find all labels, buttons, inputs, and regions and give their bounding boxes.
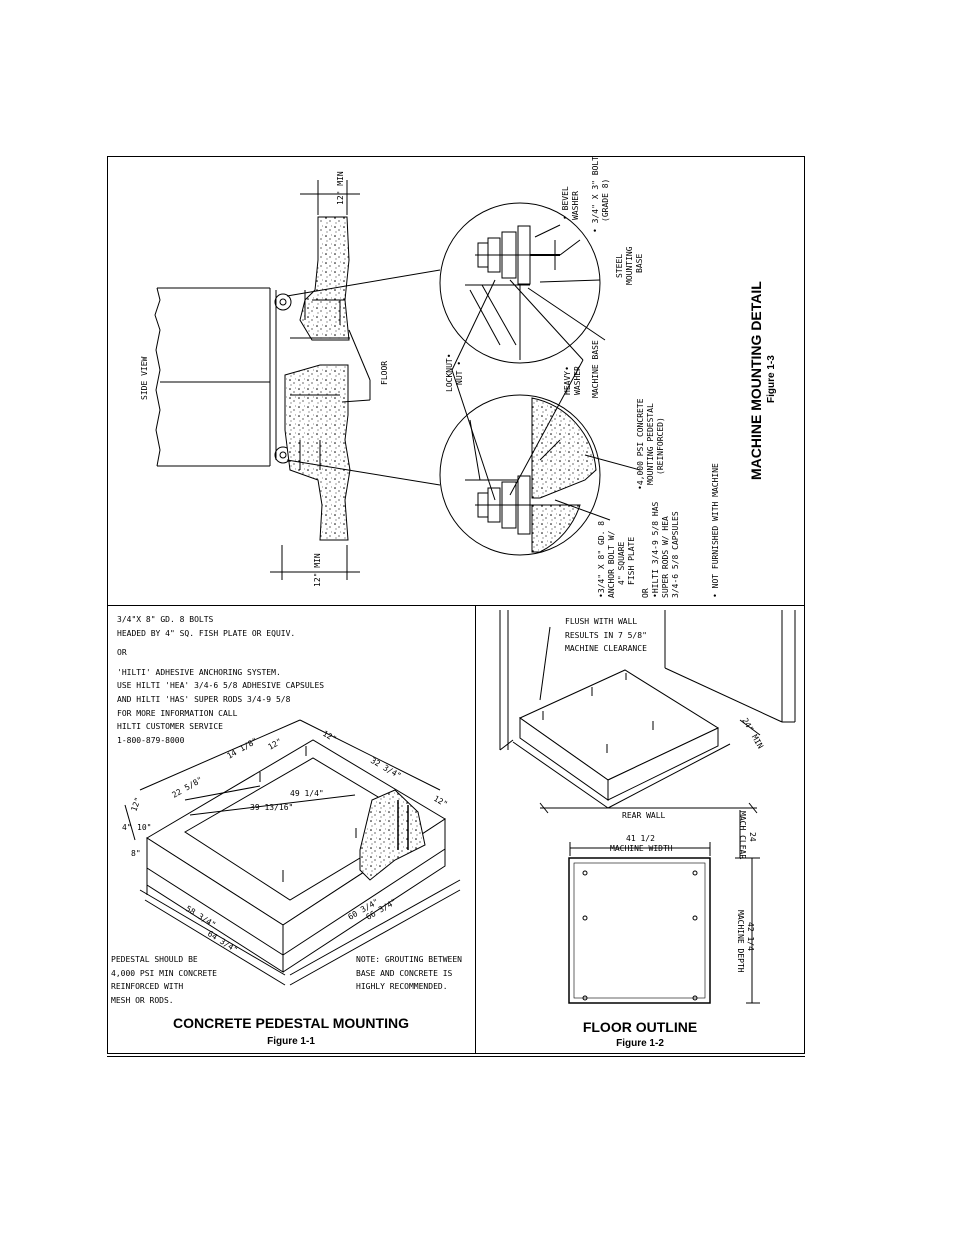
clear-label: MACH CLEAR xyxy=(738,811,747,859)
min-24-label: 24" MIN xyxy=(740,717,765,751)
note-line: FLUSH WITH WALL xyxy=(565,617,638,626)
dimension-12-min xyxy=(270,180,360,580)
note-line: 3/4"X 8" GD. 8 BOLTS xyxy=(117,615,214,624)
note-line: HILTI CUSTOMER SERVICE xyxy=(117,722,223,732)
steel-base-label-2: MOUNTING xyxy=(625,246,634,285)
min-top-label: 12" MIN xyxy=(336,171,345,205)
panel-divider-vertical xyxy=(475,605,476,1054)
note-line: USE HILTI 'HEA' 3/4-6 5/8 ADHESIVE CAPSU… xyxy=(117,681,325,691)
floor-label: FLOOR xyxy=(380,361,389,385)
rear-wall-label: REAR WALL xyxy=(622,811,666,820)
anchor-label-7: SUPER RODS W/ HEA xyxy=(661,516,670,598)
note-line: FOR MORE INFORMATION CALL xyxy=(117,708,238,718)
dim-8: 8" xyxy=(131,849,141,858)
machine-base-label: MACHINE BASE xyxy=(591,340,600,398)
dim-12-d: 12" xyxy=(129,796,142,813)
detail-leaders xyxy=(451,224,641,521)
anchor-label-5: OR xyxy=(641,588,650,598)
anchor-label-3: 4" SQUARE xyxy=(617,541,626,585)
dim-39: 39 13/16" xyxy=(250,803,293,812)
pedestal-label-3: (REINFORCED) xyxy=(656,417,665,475)
frame-bottom-rule xyxy=(107,1056,805,1057)
note-line: PEDESTAL SHOULD BE xyxy=(111,955,198,964)
nut-label: NUT • xyxy=(455,361,464,385)
figure-1-2-number: Figure 1-2 xyxy=(616,1038,664,1049)
figure-1-1-number: Figure 1-1 xyxy=(267,1036,315,1047)
anchor-label-1: •3/4" X 8" GD. 8 xyxy=(597,521,606,598)
bevel-washer-label: • BEVEL xyxy=(561,186,570,220)
figure-1-3-title: MACHINE MOUNTING DETAIL xyxy=(748,281,764,480)
iso-floor-pedestal xyxy=(512,626,761,809)
figure-1-3-number: Figure 1-3 xyxy=(766,355,777,403)
steel-base-label-1: STEEL xyxy=(615,254,624,278)
note-line: HIGHLY RECOMMENDED. xyxy=(356,982,448,992)
pedestal-label-1: •4,000 PSI CONCRETE xyxy=(636,398,645,490)
flush-note: FLUSH WITH WALL RESULTS IN 7 5/8" MACHINE … xyxy=(565,615,647,656)
note-line: REINFORCED WITH xyxy=(111,982,184,992)
note-line: MESH OR RODS. xyxy=(111,995,174,1005)
pedestal-label-2: MOUNTING PEDESTAL xyxy=(646,403,655,485)
steel-base-label-3: BASE xyxy=(635,254,644,273)
side-view-label: SIDE VIEW xyxy=(140,356,149,400)
pedestal-block xyxy=(146,739,446,973)
detail-circle-bottom xyxy=(439,394,601,556)
dim-22: 22 5/8" xyxy=(171,775,205,800)
note-line: 1-800-879-8000 xyxy=(117,735,185,745)
width-label: MACHINE WIDTH xyxy=(610,844,673,853)
bolt-label: • 3/4" X 3" BOLT xyxy=(591,156,600,233)
bevel-washer-label-2: WASHER xyxy=(571,191,580,220)
note-line: BASE AND CONCRETE IS xyxy=(356,968,453,978)
note-line: OR xyxy=(117,648,127,658)
dim-10: 10" xyxy=(137,823,151,832)
floor-slab-top xyxy=(290,216,350,341)
pedestal-note: PEDESTAL SHOULD BE 4,000 PSI MIN CONCRETE… xyxy=(111,953,217,1007)
anchor-label-2: ANCHOR BOLT W/ xyxy=(607,530,616,598)
width-value: 41 1/2 xyxy=(626,834,655,843)
side-view-machine xyxy=(154,287,292,467)
bolt-notes: 3/4"X 8" GD. 8 BOLTS HEADED BY 4" SQ. FIS… xyxy=(117,613,324,747)
dim-4: 4" xyxy=(122,823,132,832)
note-line: HEADED BY 4" SQ. FISH PLATE OR EQUIV. xyxy=(117,628,296,638)
locknut-label: LOCKNUT• xyxy=(445,353,454,392)
depth-label: MACHINE DEPTH xyxy=(736,910,745,973)
floor-plan xyxy=(539,802,760,1004)
note-line: AND HILTI 'HAS' SUPER RODS 3/4-9 5/8 xyxy=(117,694,291,704)
note-line: RESULTS IN 7 5/8" xyxy=(565,630,647,640)
heavy-washer-label-2: WASHER xyxy=(573,366,582,395)
floor-slab-pedestal xyxy=(284,364,351,541)
dim-12-c: 12" xyxy=(432,794,449,809)
anchor-label-8: 3/4-6 5/8 CAPSULES xyxy=(671,511,680,598)
detail-circle-top xyxy=(439,202,601,364)
note-line: 4,000 PSI MIN CONCRETE xyxy=(111,968,217,978)
note-line: NOTE: GROUTING BETWEEN xyxy=(356,955,462,964)
dim-49: 49 1/4" xyxy=(290,789,324,798)
leader-lines-1-3 xyxy=(286,269,441,486)
anchor-label-6: •HILTI 3/4-9 5/8 HAS xyxy=(651,501,660,598)
not-furnished-label: • NOT FURNISHED WITH MACHINE xyxy=(711,463,720,598)
clear-value: 24 xyxy=(748,832,757,842)
iso-wall xyxy=(499,610,796,751)
min-bottom-label: 12" MIN xyxy=(313,553,322,587)
panel-divider-horizontal xyxy=(107,605,805,606)
bolt-grade-label: (GRADE 8) xyxy=(601,179,610,222)
figure-1-1-title: CONCRETE PEDESTAL MOUNTING xyxy=(173,1015,409,1031)
note-line: 'HILTI' ADHESIVE ANCHORING SYSTEM. xyxy=(117,667,281,677)
depth-value: 42 1/4 xyxy=(746,922,755,951)
grout-note: NOTE: GROUTING BETWEEN BASE AND CONCRETE … xyxy=(356,953,462,994)
heavy-washer-label-1: HEAVY• xyxy=(563,366,572,395)
note-line: MACHINE CLEARANCE xyxy=(565,644,647,654)
anchor-label-4: FISH PLATE xyxy=(627,537,636,585)
figure-1-2-title: FLOOR OUTLINE xyxy=(582,1019,698,1035)
pedestal-dimension-lines xyxy=(124,719,461,986)
